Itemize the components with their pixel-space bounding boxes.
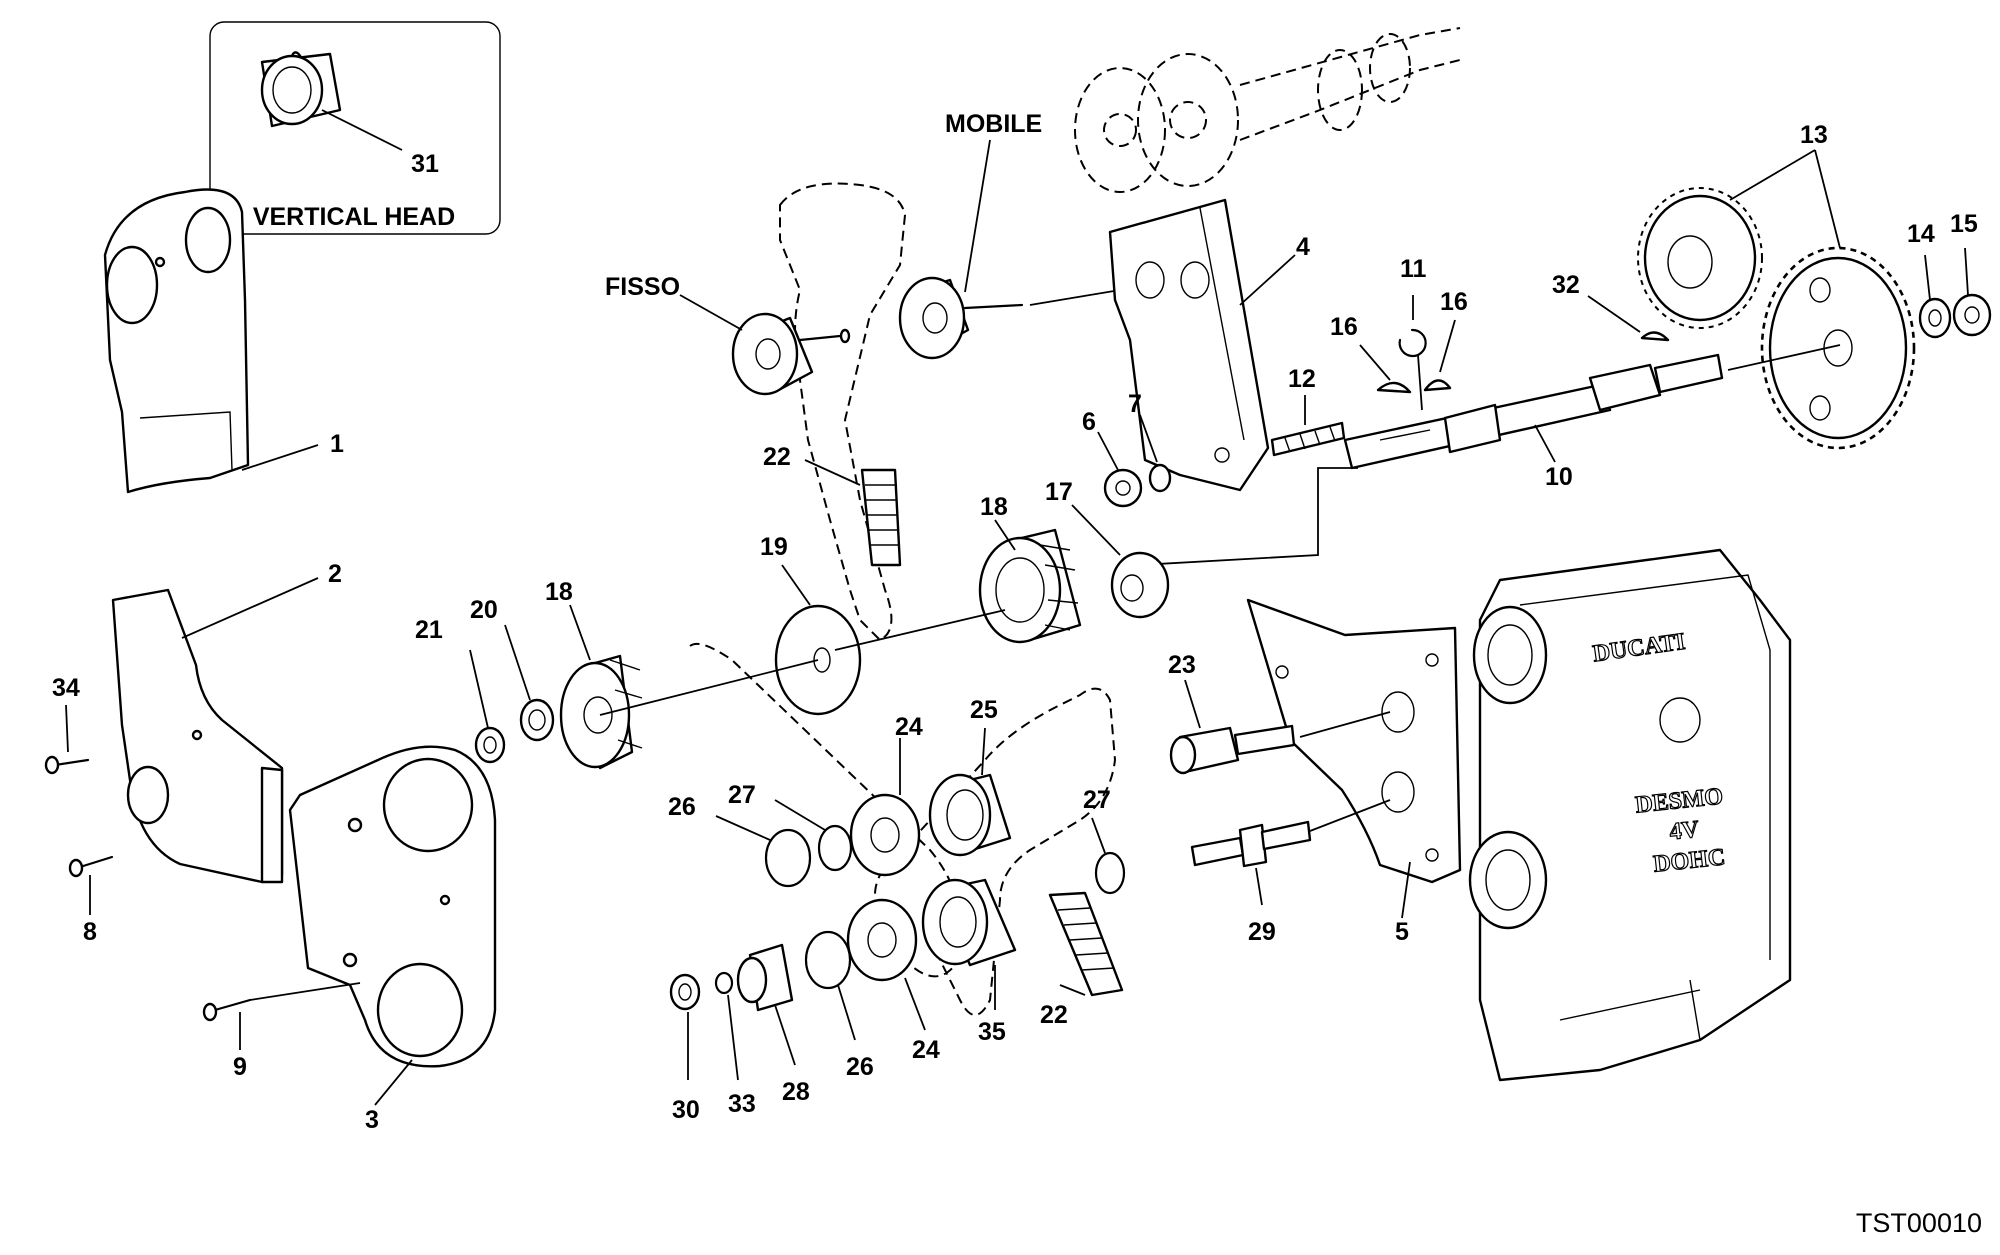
callout-16a: 16	[1330, 313, 1358, 341]
part-32-key	[1640, 331, 1670, 342]
callout-16b: 16	[1440, 288, 1468, 316]
part-18-pulley-left	[559, 654, 643, 770]
part-33-washer	[714, 971, 734, 995]
callout-30: 30	[672, 1096, 700, 1124]
callout-24a: 24	[895, 713, 923, 741]
timing-belt-upper	[779, 182, 907, 642]
part-23-idler-pin	[1169, 724, 1296, 775]
part-8-bolt	[68, 855, 114, 878]
part-28-spacer	[736, 943, 794, 1012]
part-6-nut	[1103, 468, 1143, 508]
part-26-circlip-b	[804, 930, 852, 990]
part-25-idler-roller	[928, 773, 1012, 857]
callout-31: 31	[411, 150, 439, 178]
callout-26a: 26	[668, 793, 696, 821]
callout-1: 1	[330, 430, 344, 458]
inset-frame	[209, 21, 501, 235]
part-18-pulley-right	[978, 528, 1082, 644]
part-9-bolt	[202, 982, 361, 1022]
callout-17: 17	[1045, 478, 1073, 506]
mobile-idler	[898, 276, 1024, 360]
part-24-bearing-b	[846, 898, 918, 982]
callout-14: 14	[1907, 220, 1935, 248]
camshaft-assembly-background	[1074, 27, 1461, 193]
callout-27a: 27	[728, 781, 756, 809]
callout-9: 9	[233, 1053, 247, 1081]
part-34-bolt	[44, 755, 90, 775]
part-15-nut	[1952, 293, 1992, 337]
part-2-lower-rear-cover	[111, 588, 284, 884]
part-17-seal	[1110, 551, 1170, 619]
callout-12: 12	[1288, 365, 1316, 393]
inset-title: VERTICAL HEAD	[253, 203, 455, 231]
part-11-circlip	[1398, 328, 1427, 358]
callout-4: 4	[1296, 233, 1310, 261]
callout-24b: 24	[912, 1036, 940, 1064]
part-21-nut	[474, 726, 506, 764]
part-5-rear-plate	[1246, 598, 1462, 884]
part-27-circlip-b	[1094, 851, 1126, 895]
part-22-belt-segment-lower	[1048, 891, 1124, 997]
callout-6: 6	[1082, 408, 1096, 436]
callout-7: 7	[1128, 390, 1142, 418]
engine-head-block: DUCATI DESMO 4V DOHC	[1468, 548, 1792, 1082]
part-20-washer	[519, 698, 555, 742]
vertical-head-inset: 31 VERTICAL HEAD	[209, 21, 501, 235]
callout-33: 33	[728, 1090, 756, 1118]
label-mobile: MOBILE	[945, 110, 1042, 138]
callout-29: 29	[1248, 918, 1276, 946]
part-7-washer	[1148, 463, 1172, 493]
part-3-front-belt-cover	[288, 745, 497, 1068]
fisso-idler	[731, 312, 851, 396]
callout-25: 25	[970, 696, 998, 724]
callout-35: 35	[978, 1018, 1006, 1046]
part-30-nut	[669, 973, 701, 1011]
callout-27b: 27	[1083, 786, 1111, 814]
part-13-gear-large	[1760, 246, 1916, 450]
part-35-idler-roller	[921, 878, 1017, 967]
label-fisso: FISSO	[605, 273, 680, 301]
part-24-bearing-a	[849, 793, 921, 877]
callout-18b: 18	[980, 493, 1008, 521]
part-31-bushing	[260, 51, 342, 128]
callout-28: 28	[782, 1078, 810, 1106]
callout-15: 15	[1950, 210, 1978, 238]
callout-19: 19	[760, 533, 788, 561]
callout-8: 8	[83, 918, 97, 946]
callout-26b: 26	[846, 1053, 874, 1081]
callout-11: 11	[1400, 255, 1427, 283]
callout-2: 2	[328, 560, 342, 588]
callout-22b: 22	[1040, 1001, 1068, 1029]
callout-22a: 22	[763, 443, 791, 471]
part-12-stud	[1270, 421, 1346, 457]
part-22-belt-segment-upper	[860, 468, 902, 567]
callout-10: 10	[1545, 463, 1573, 491]
callout-13: 13	[1800, 121, 1828, 149]
engine-emboss-line2: 4V	[1668, 817, 1701, 846]
part-1-upper-belt-cover	[103, 188, 250, 494]
drawing-reference: TST00010	[1856, 1208, 1982, 1238]
callout-32: 32	[1552, 271, 1580, 299]
part-26-circlip-a	[764, 828, 812, 888]
part-27-circlip-a	[817, 824, 853, 872]
part-13-gear-small	[1637, 187, 1763, 329]
callout-3: 3	[365, 1106, 379, 1134]
callout-18a: 18	[545, 578, 573, 606]
callout-23: 23	[1168, 651, 1196, 679]
part-16-woodruff-key-b	[1423, 379, 1452, 392]
callout-21: 21	[415, 616, 443, 644]
part-29-stud	[1190, 820, 1312, 868]
part-14-washer	[1918, 297, 1952, 339]
part-10-shaft	[1343, 353, 1724, 470]
callout-34: 34	[52, 674, 80, 702]
part-4-tensioner-bracket	[1108, 198, 1270, 492]
timing-belt-lower	[689, 642, 1117, 1016]
part-16-woodruff-key-a	[1376, 381, 1412, 394]
callout-20: 20	[470, 596, 498, 624]
callout-5: 5	[1395, 918, 1409, 946]
